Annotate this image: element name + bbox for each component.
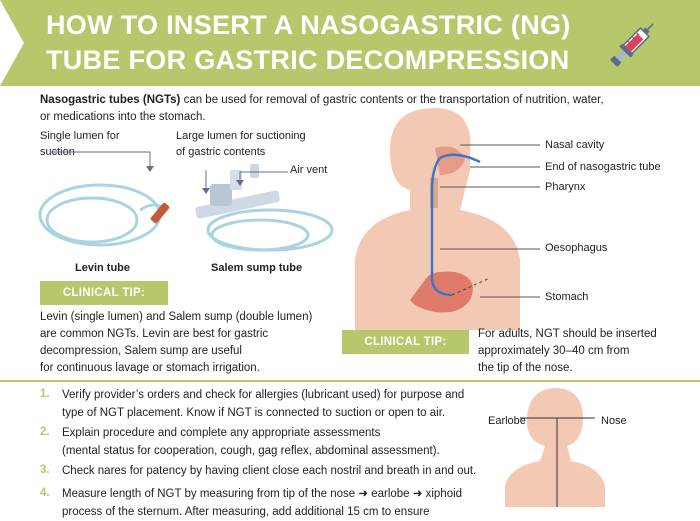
page-title-line-1: HOW TO INSERT A NASOGASTRIC (NG) (46, 10, 571, 40)
nose-label: Nose (601, 415, 627, 427)
single-lumen-label-1: Single lumen for (40, 130, 120, 142)
salem-tube (206, 208, 334, 252)
intro-paragraph-line-2: or medications into the stomach. (40, 111, 206, 123)
nasal-cavity-shape (435, 146, 465, 175)
earlobe-label: Earlobe (488, 415, 526, 427)
salem-tube-body (195, 190, 280, 219)
anatomy-illustration (355, 108, 520, 330)
pharynx-label: Pharynx (545, 181, 586, 193)
clinical-tip-badge-1: CLINICAL TIP: (40, 281, 168, 305)
header-banner (0, 0, 700, 86)
intro-bold-term: Nasogastric tubes (NGTs) (40, 94, 181, 106)
step-2-line-2: (mental status for cooperation, cough, g… (62, 445, 440, 457)
large-lumen-label-1: Large lumen for suctioning (176, 130, 306, 142)
salem-tube-connector (210, 184, 232, 206)
clinical-tip-1-line-3: decompression, Salem sump are useful (40, 345, 242, 357)
levin-tube (38, 183, 167, 247)
head-shoulders-silhouette (505, 388, 605, 507)
step-3-line-1: Check nares for patency by having client… (62, 465, 477, 477)
levin-tube-tip (150, 202, 170, 224)
anatomy-leader-lines (440, 144, 540, 298)
nasal-cavity-label: Nasal cavity (545, 139, 605, 151)
clinical-tip-1-line-1: Levin (single lumen) and Salem sump (dou… (40, 311, 313, 323)
clinical-tip-2-line-2: approximately 30–40 cm from (478, 345, 630, 357)
salem-tube-caption: Salem sump tube (211, 262, 303, 274)
pharynx-shape (430, 178, 438, 208)
stomach-label: Stomach (545, 291, 589, 303)
clinical-tip-badge-2: CLINICAL TIP: (342, 330, 469, 354)
clinical-tip-1-line-4: for continuous lavage or stomach irrigat… (40, 362, 260, 374)
torso-silhouette (355, 108, 520, 330)
step-2-line-1: Explain procedure and complete any appro… (62, 427, 381, 439)
ng-tube-path (430, 153, 481, 297)
air-vent-pointer (239, 171, 288, 182)
step-4-line-2: process of the sternum. After measuring,… (62, 506, 430, 518)
page-title-line-2: TUBE FOR GASTRIC DECOMPRESSION (46, 45, 570, 75)
air-vent-label: Air vent (290, 164, 328, 176)
header-notch (0, 0, 24, 86)
step-number: 3. (40, 464, 50, 476)
clinical-tip-2-line-3: the tip of the nose. (478, 362, 573, 374)
clinical-tip-1-line-2: are common NGTs. Levin are best for gast… (40, 328, 269, 340)
clinical-tip-2-line-1: For adults, NGT should be inserted (478, 328, 657, 340)
step-1-line-2: type of NGT placement. Know if NGT is co… (62, 407, 446, 419)
intro-rest: can be used for removal of gastric conte… (180, 94, 604, 106)
section-divider (0, 380, 700, 382)
step-4-line-1: Measure length of NGT by measuring from … (62, 488, 463, 500)
large-lumen-label-2: of gastric contents (176, 146, 266, 158)
step-number: 1. (40, 388, 50, 400)
syringe-icon (610, 23, 654, 67)
intro-paragraph-line-1: Nasogastric tubes (NGTs) can be used for… (40, 92, 604, 109)
single-lumen-pointer (50, 151, 151, 170)
oesophagus-label: Oesophagus (545, 242, 608, 254)
step-number: 4. (40, 487, 50, 499)
end-of-tube-label: End of nasogastric tube (545, 161, 661, 173)
step-1-line-1: Verify provider’s orders and check for a… (62, 389, 465, 401)
ng-tubes-illustration (38, 151, 334, 252)
measurement-figure (505, 388, 605, 507)
levin-tube-caption: Levin tube (75, 262, 131, 274)
step-number: 2. (40, 426, 50, 438)
